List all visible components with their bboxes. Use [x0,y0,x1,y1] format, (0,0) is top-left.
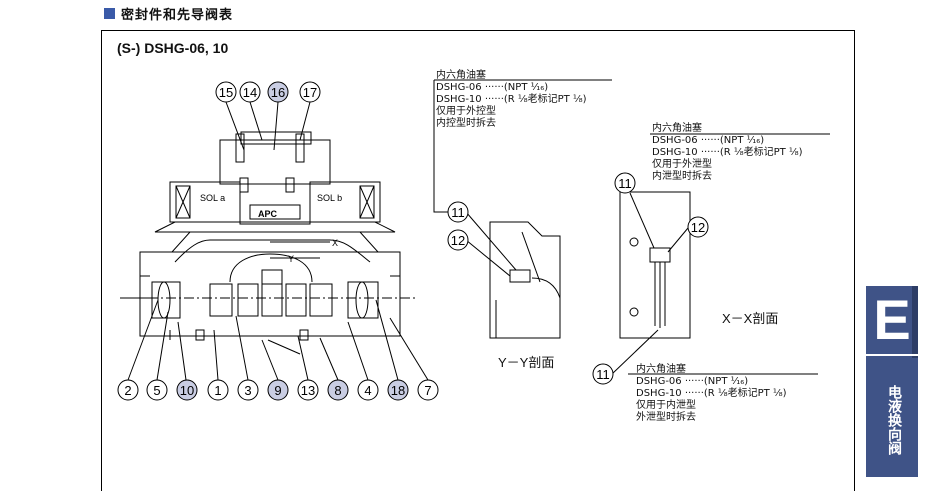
diagram-frame [101,30,855,491]
sol-a-label: SOL a [200,193,225,203]
balloon-10: 10 [180,383,194,398]
y-label: Y [288,254,294,264]
xx-section-label: X－X剖面 [722,311,779,326]
balloon-5: 5 [153,383,160,398]
valve-diagram: 15 14 16 17 2 5 10 1 3 9 13 8 4 18 7 SOL… [117,79,830,401]
yy-balloons: 11 12 [447,201,469,251]
balloon-17: 17 [303,85,317,100]
xx-balloons: 11 12 11 [592,172,709,385]
category-tab: E 电液换向阀 [866,286,918,477]
x-label: X [332,238,338,248]
main-valve-body [139,251,401,337]
balloon-4: 4 [364,383,371,398]
yy-section-label: Y－Y剖面 [498,355,555,370]
brand-logo: APC [258,209,278,219]
xx-balloon-11-top: 11 [618,176,632,191]
balloon-13: 13 [301,383,315,398]
balloon-8: 8 [334,383,341,398]
bottom-balloons: 2 5 10 1 3 9 13 8 4 18 7 [117,379,439,401]
section-title: 密封件和先导阀表 [104,3,233,23]
balloon-1: 1 [214,383,221,398]
yy-balloon-11: 11 [451,205,465,220]
balloon-18: 18 [391,383,405,398]
balloon-15: 15 [219,85,233,100]
xx-balloon-11-bottom: 11 [596,367,610,382]
note-plug-bottom: 内六角油塞 DSHG-06 ······(NPT ¹⁄₁₆) DSHG-10 ·… [636,364,787,423]
tab-letter: E [873,288,911,351]
xx-balloon-12: 12 [691,220,705,235]
tab-label: 电液换向阀 [886,384,902,455]
sol-b-label: SOL b [317,193,342,203]
balloon-16: 16 [271,85,285,100]
balloon-2: 2 [124,383,131,398]
balloon-14: 14 [243,85,257,100]
balloon-7: 7 [424,383,431,398]
yy-balloon-12: 12 [451,233,465,248]
section-title-text: 密封件和先导阀表 [121,7,234,23]
balloon-9: 9 [274,383,281,398]
xx-section-body [619,191,691,339]
balloon-3: 3 [244,383,251,398]
yy-section-body [489,221,561,339]
model-title: (S-) DSHG-06, 10 [117,40,229,56]
note-plug-top-right: 内六角油塞 DSHG-06 ······(NPT ¹⁄₁₆) DSHG-10 ·… [652,123,803,182]
note-plug-top-left: 内六角油塞 DSHG-06 ······(NPT ¹⁄₁₆) DSHG-10 ·… [436,70,587,129]
section-marker-icon [104,7,115,19]
top-balloons: 15 14 16 17 [215,81,321,103]
